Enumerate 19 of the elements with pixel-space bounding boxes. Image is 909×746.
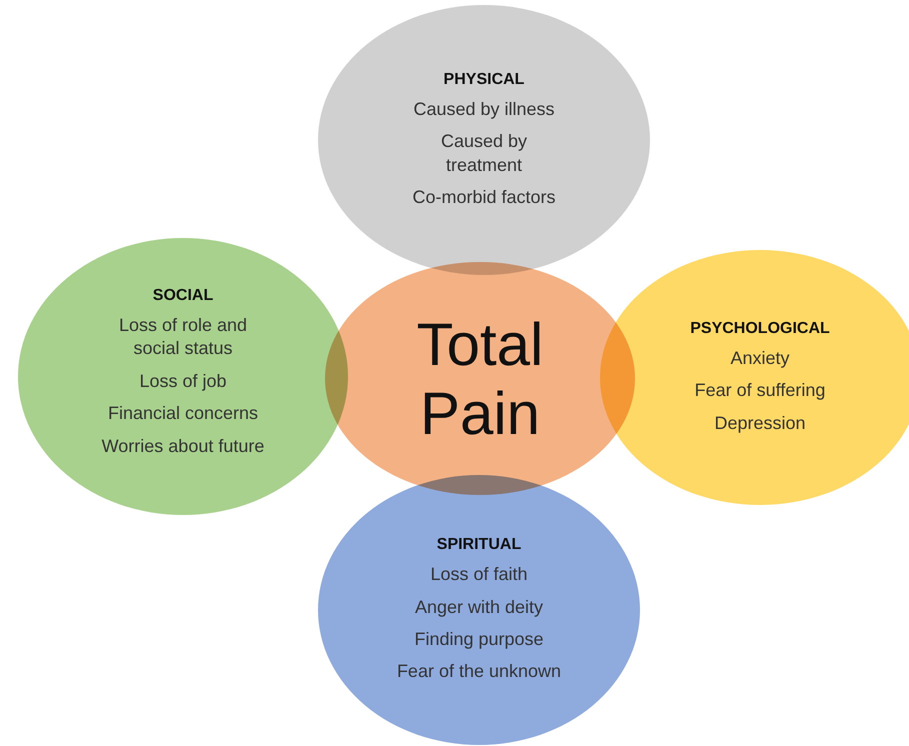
category-item: Financial concerns — [108, 402, 258, 426]
category-item: Caused by treatment — [440, 130, 528, 176]
category-item: Fear of suffering — [694, 379, 826, 402]
category-item: Anxiety — [730, 346, 790, 370]
central-title: Total Pain — [416, 310, 544, 448]
category-heading: SPIRITUAL — [436, 536, 522, 554]
category-item: Loss of role and social status — [118, 314, 248, 360]
category-item: Fear of the unknown — [396, 660, 562, 684]
category-item: Loss of faith — [430, 563, 528, 586]
category-heading: PHYSICAL — [444, 70, 524, 89]
category-heading: PSYCHOLOGICAL — [690, 320, 830, 338]
category-item: Co-morbid factors — [412, 186, 556, 209]
category-item: Caused by illness — [413, 98, 555, 121]
category-item: Worries about future — [102, 434, 264, 458]
category-item: Depression — [714, 412, 806, 435]
category-item: Anger with deity — [414, 596, 544, 619]
category-heading: SOCIAL — [152, 287, 214, 306]
category-item: Loss of job — [139, 370, 227, 393]
category-item: Finding purpose — [414, 628, 544, 651]
